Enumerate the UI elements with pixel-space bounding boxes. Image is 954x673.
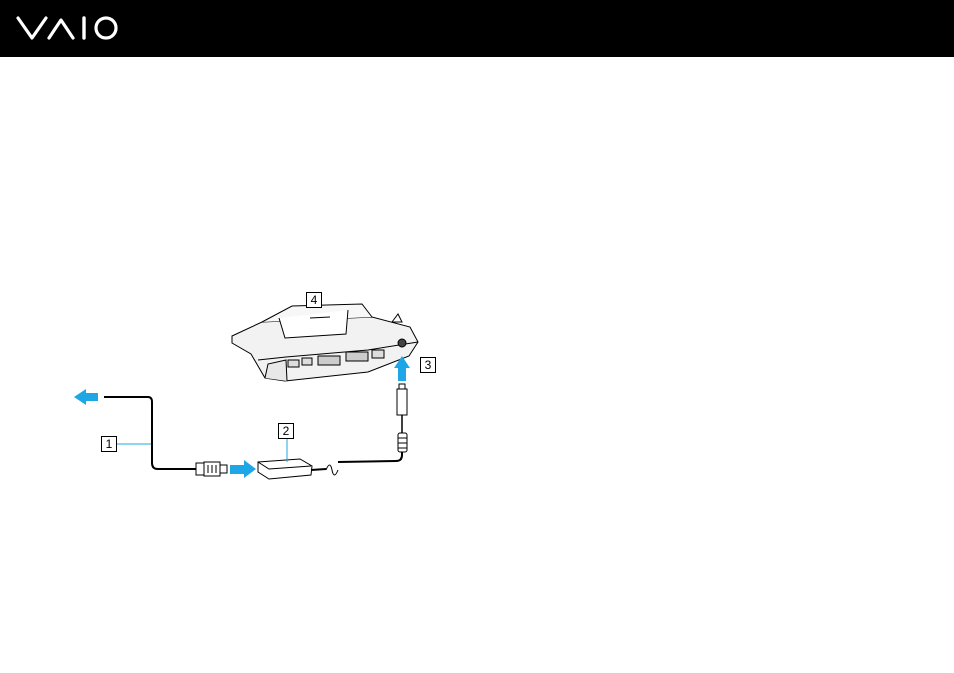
direction-arrow-icon <box>74 356 410 478</box>
callout-4: 4 <box>306 292 322 308</box>
docking-station-icon <box>232 304 418 381</box>
callout-2: 2 <box>278 423 294 439</box>
power-cord-icon <box>104 397 227 476</box>
callout-3: 3 <box>420 357 436 373</box>
ac-adapter-icon <box>258 452 402 479</box>
dc-plug-icon <box>397 384 407 452</box>
callout-1: 1 <box>101 436 117 452</box>
